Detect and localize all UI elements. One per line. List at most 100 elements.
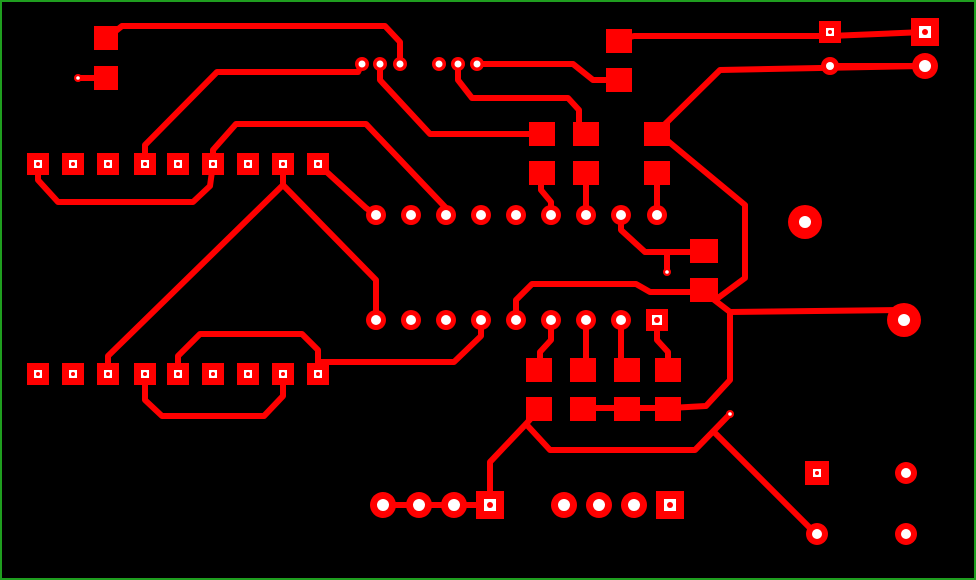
round-pad <box>895 462 917 484</box>
square-pad <box>819 21 841 43</box>
smd-pad <box>644 122 670 146</box>
smd-pad <box>526 397 552 421</box>
round-pad <box>355 57 369 71</box>
mounting-holes <box>788 205 921 337</box>
smd-pad <box>655 397 681 421</box>
square-pad <box>62 363 84 385</box>
trace <box>711 429 819 537</box>
square-pad <box>272 153 294 175</box>
round-pad <box>366 310 386 330</box>
round-pad <box>611 310 631 330</box>
smd-pad <box>573 161 599 185</box>
round-pad <box>401 205 421 225</box>
smd-pad <box>690 278 718 302</box>
round-pad <box>912 53 938 79</box>
smd-pad <box>614 397 640 421</box>
trace <box>377 61 544 137</box>
round-pad <box>506 205 526 225</box>
via <box>74 74 82 82</box>
smd-pad <box>614 358 640 382</box>
trace <box>513 281 707 323</box>
via <box>663 268 671 276</box>
round-pad <box>541 310 561 330</box>
smd-pad <box>655 358 681 382</box>
round-pad <box>370 492 396 518</box>
power-connector <box>819 18 939 79</box>
tactile-switch <box>805 461 917 545</box>
trace <box>474 61 621 83</box>
square-pad <box>805 461 829 485</box>
square-pad <box>237 363 259 385</box>
round-pad <box>471 310 491 330</box>
smd-pad <box>690 239 718 263</box>
round-pad <box>401 310 421 330</box>
smd-pad <box>94 26 118 50</box>
smd-pad <box>526 358 552 382</box>
smd-pad <box>644 161 670 185</box>
round-pad <box>441 492 467 518</box>
connector-right <box>551 491 684 519</box>
square-pad <box>134 363 156 385</box>
round-pad <box>406 492 432 518</box>
square-pad <box>272 363 294 385</box>
header-bottom-row <box>27 363 329 385</box>
trace <box>175 331 321 377</box>
square-pad <box>911 18 939 46</box>
round-pad <box>551 492 577 518</box>
header-top-row <box>27 153 329 175</box>
square-pad <box>307 153 329 175</box>
round-pad <box>895 523 917 545</box>
smd-pad <box>570 397 596 421</box>
round-pad <box>393 57 407 71</box>
square-pad <box>476 491 504 519</box>
square-pad <box>646 309 668 331</box>
round-pad <box>576 205 596 225</box>
square-pad <box>134 153 156 175</box>
connector-left <box>370 491 504 519</box>
vias <box>74 74 734 418</box>
round-pad <box>436 310 456 330</box>
square-pad <box>202 153 224 175</box>
round-pad <box>432 57 446 71</box>
trace <box>654 63 927 301</box>
smd-pad <box>573 122 599 146</box>
ic-bottom-pin-row <box>366 309 668 331</box>
trace <box>142 371 286 419</box>
round-pad <box>373 57 387 71</box>
round-pad <box>647 205 667 225</box>
round-pad <box>821 57 839 75</box>
round-pad <box>576 310 596 330</box>
trace <box>455 61 582 135</box>
square-pad <box>167 153 189 175</box>
mounting-hole <box>887 303 921 337</box>
trace <box>667 309 733 411</box>
smd-pads <box>94 26 718 421</box>
via <box>726 410 734 418</box>
square-pad <box>237 153 259 175</box>
header-small-pads <box>355 57 484 71</box>
trace <box>280 182 379 323</box>
smd-pad <box>606 68 632 92</box>
square-pad <box>27 153 49 175</box>
round-pad <box>611 205 631 225</box>
square-pad <box>167 363 189 385</box>
round-pad <box>586 492 612 518</box>
trace <box>35 161 216 205</box>
round-pad <box>621 492 647 518</box>
smd-pad <box>529 122 555 146</box>
smd-pad <box>94 66 118 90</box>
square-pad <box>62 153 84 175</box>
ic-top-pin-row <box>366 205 667 225</box>
round-pad <box>506 310 526 330</box>
round-pad <box>436 205 456 225</box>
square-pad <box>97 153 119 175</box>
round-pad <box>541 205 561 225</box>
round-pad <box>470 57 484 71</box>
square-pad <box>27 363 49 385</box>
round-pad <box>451 57 465 71</box>
smd-pad <box>570 358 596 382</box>
round-pad <box>366 205 386 225</box>
square-pad <box>202 363 224 385</box>
mounting-hole <box>788 205 822 239</box>
